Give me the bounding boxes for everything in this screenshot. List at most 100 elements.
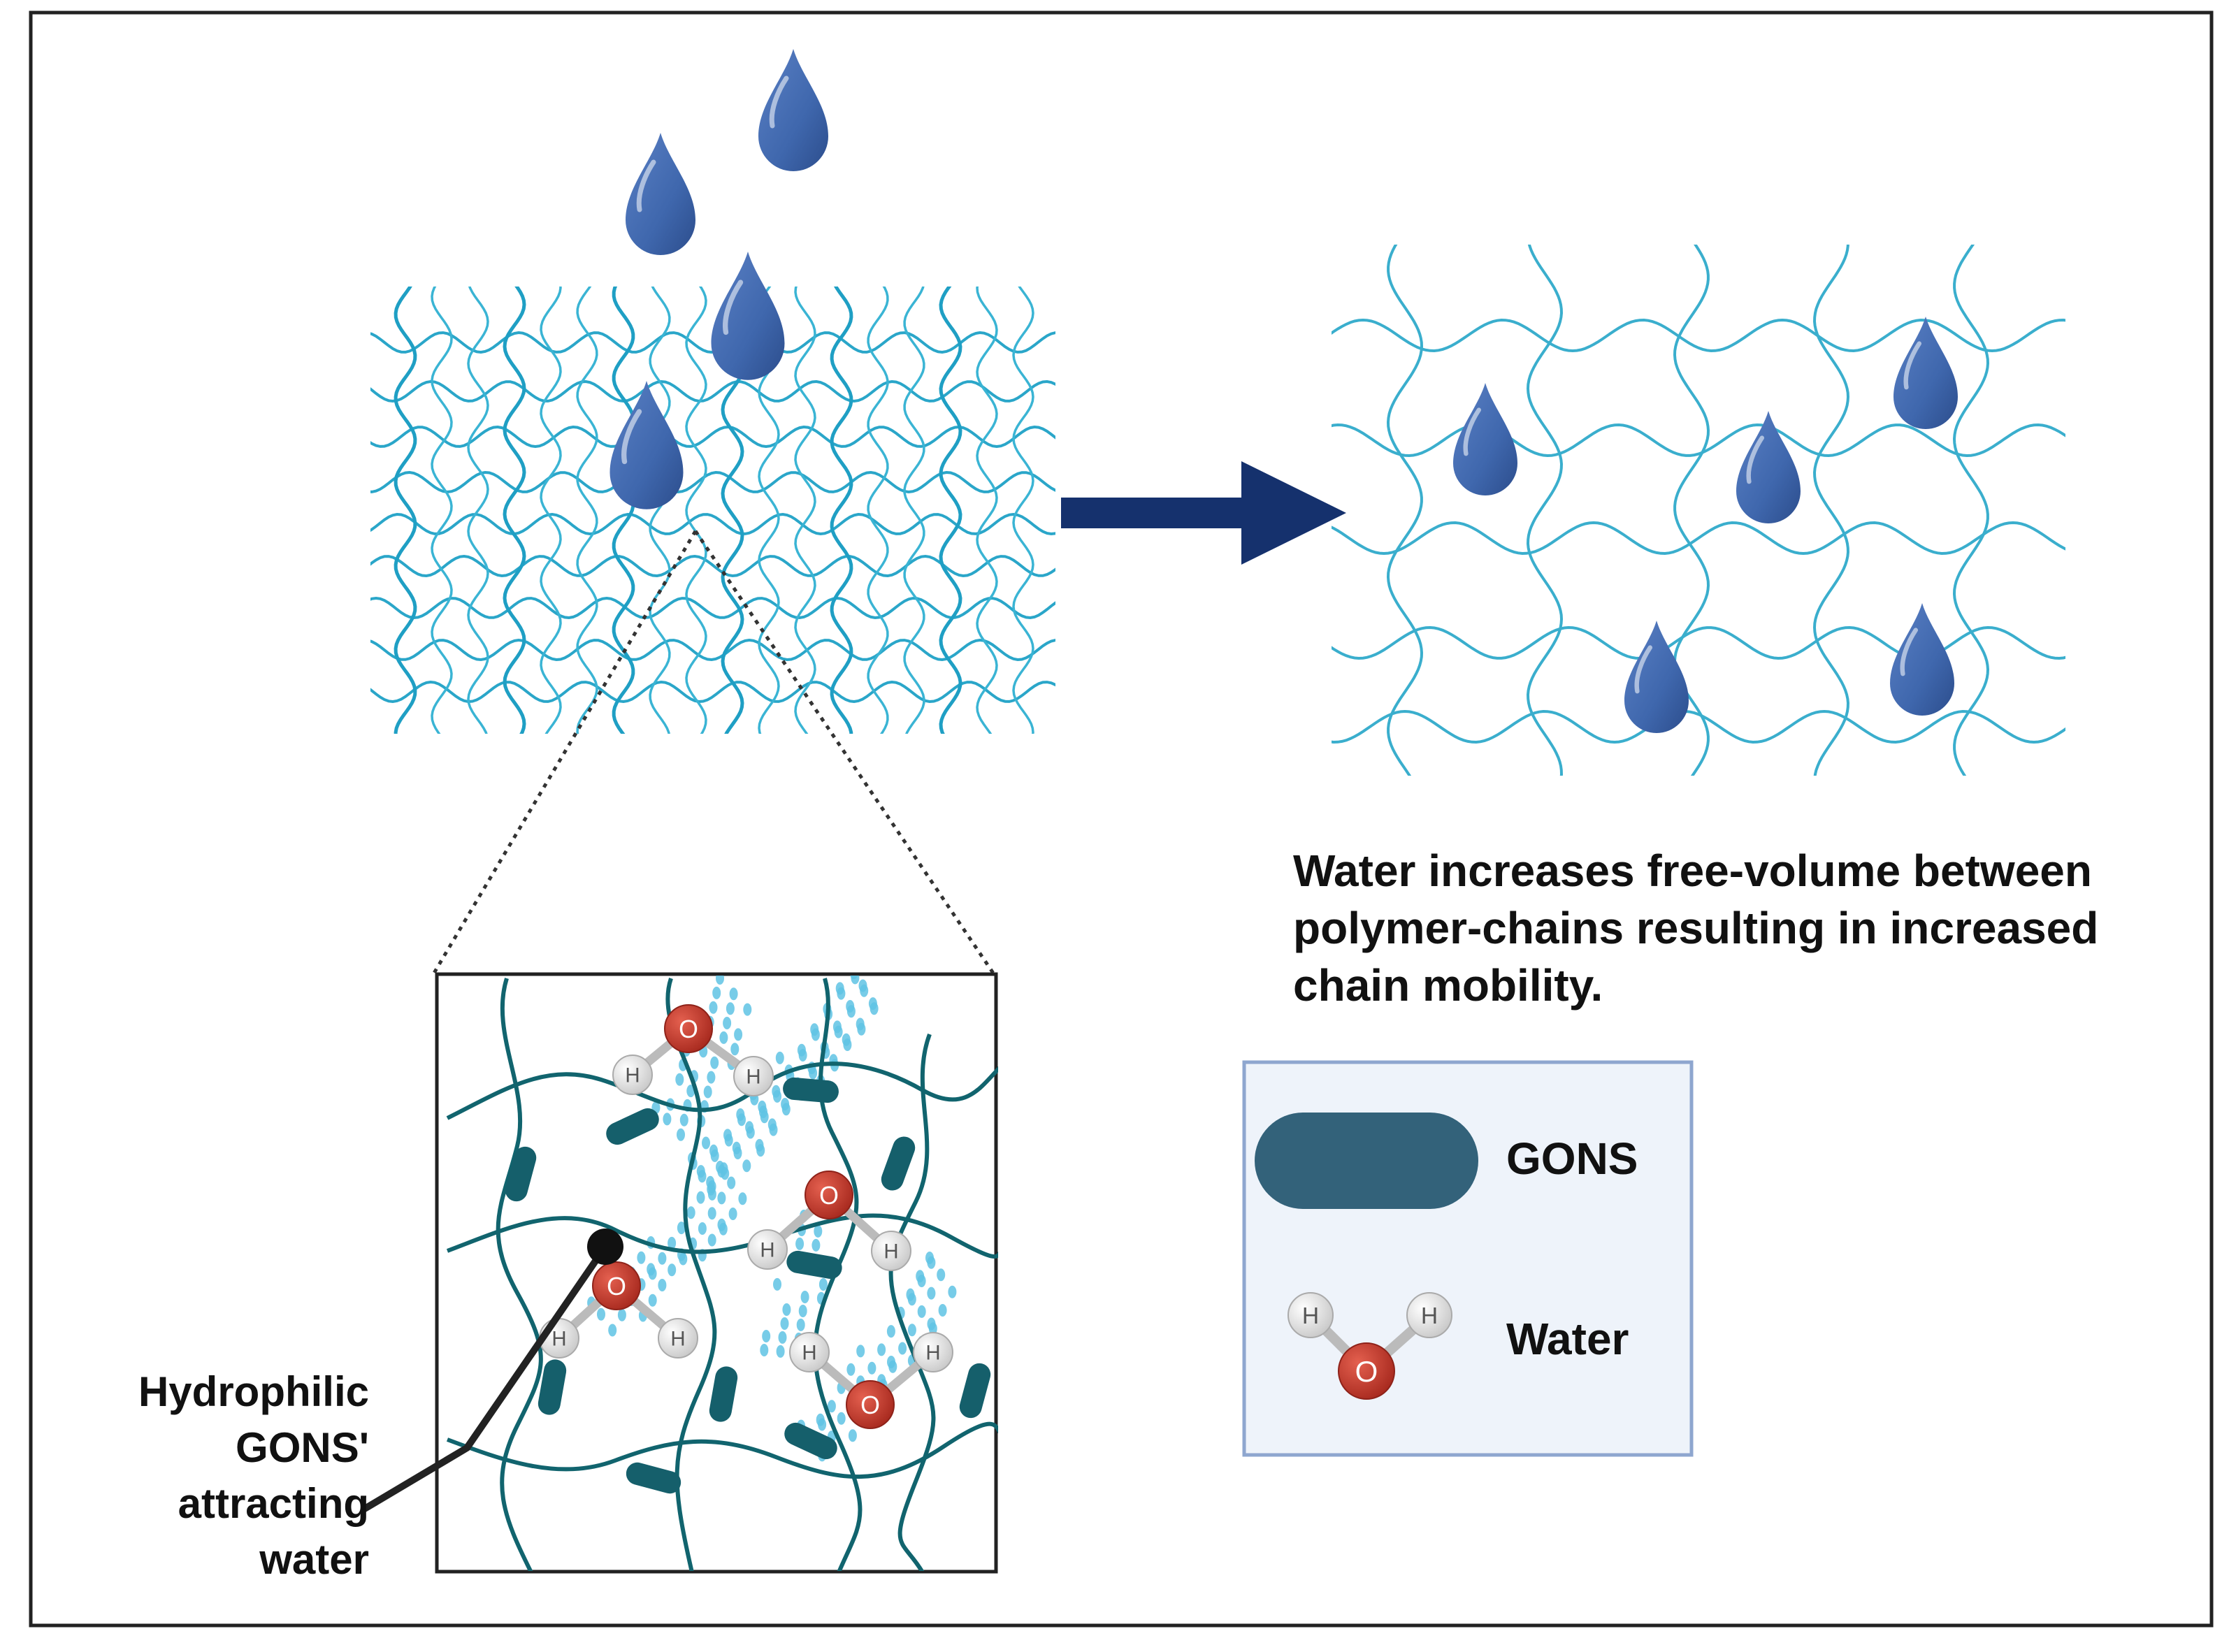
polymer-chain [467,287,489,734]
water-spray-drop [796,1318,805,1331]
water-spray-drop [728,1208,737,1220]
water-spray-drop [709,1001,718,1014]
water-spray-drop [677,1128,685,1141]
water-spray-drop [927,1256,936,1269]
water-spray-drop [762,1330,771,1342]
hydrogen-atom-icon: H [658,1318,698,1358]
water-spray-drop [778,1331,787,1344]
water-spray-drop [608,1324,617,1337]
hydrogen-symbol: H [746,1066,760,1089]
oxygen-atom-icon: O [1338,1342,1395,1400]
polymer-chain [794,287,816,734]
polymer-chain [370,470,1055,494]
water-spray-drop [679,1252,688,1266]
water-spray-drop [617,1308,626,1321]
water-spray-drop [719,1031,728,1044]
gons-capsule-icon [709,1366,738,1422]
water-spray-drop [867,1361,877,1375]
falling-droplets [609,49,828,509]
water-spray-drop [811,1238,821,1252]
water-spray-drop [716,976,724,985]
polymer-chain [830,287,853,734]
right-arrow-icon [1061,461,1346,565]
callout-pointer [361,1229,623,1513]
polymer-chain [1952,245,1990,776]
water-drop-icon [609,381,684,509]
polymer-chain [649,287,671,734]
water-spray-drop [769,1123,778,1136]
water-drop-icon [626,133,695,255]
water-spray-drop [717,1165,726,1178]
water-spray-drop [948,1285,957,1298]
gons-capsule-icon [538,1359,567,1415]
hydrogen-symbol: H [925,1342,940,1365]
water-drop-icon [1624,621,1689,733]
hydrogen-symbol: H [625,1064,640,1087]
water-spray-drop [675,1073,684,1086]
polymer-chain [1332,318,2065,353]
polymer-chain [540,287,562,734]
gons-capsule-icon [786,1250,842,1280]
legend-gons-label: GONS [1506,1133,1638,1184]
water-spray-drop [677,1222,686,1235]
hydrogen-atom-icon: H [1406,1292,1452,1338]
polymer-chain [1526,245,1564,776]
gons-capsule-icon [505,1146,537,1202]
water-spray-drop [742,1159,751,1173]
water-spray-drop [898,1342,907,1355]
callout-text: Hydrophilic GONS' attracting water [138,1368,369,1583]
water-spray-drop [663,1113,672,1126]
hydrogen-symbol: H [551,1328,566,1351]
water-spray-drop [760,1344,769,1356]
water-spray-drop [927,1287,936,1300]
water-drop-icon [1453,383,1517,495]
description-line-3: chain mobility. [1293,960,1603,1010]
polymer-chain [867,287,889,734]
water-spray-drop [724,1133,733,1147]
polymer-chain [1332,625,2065,660]
polymer-chain [1332,423,2065,458]
polymer-chain [939,287,962,734]
water-spray-drop [773,1277,781,1291]
water-spray-drop [907,1293,916,1306]
polymer-chain [903,287,925,734]
water-spray-drop [818,1278,828,1291]
water-spray-drop [837,987,846,1000]
water-spray-drop [648,1294,657,1307]
polymer-chain [370,331,1055,354]
hydrogen-symbol: H [802,1342,816,1365]
water-spray-drop [717,1191,726,1205]
water-spray-drop [756,1144,765,1157]
oxygen-symbol: O [607,1273,626,1300]
polymer-chain [503,287,526,734]
description-line-1: Water increases free-volume between [1293,846,2092,896]
polymer-chain [370,379,1055,403]
inset-frame [435,972,998,1574]
hydrogen-atom-icon: H [789,1332,830,1372]
polymer-chain [370,680,1055,704]
water-spray-drop [811,1028,820,1041]
water-spray-drop [877,1343,886,1356]
water-spray-drop [707,1071,716,1084]
polymer-chain [612,287,635,734]
water-spray-drop [870,1002,879,1015]
description-text: Water increases free-volume between poly… [1293,846,2098,1010]
hydrogen-atom-icon: H [612,1055,653,1095]
water-spray-drop [928,1322,937,1335]
water-spray-drop [707,1207,716,1220]
gons-capsule-icon [783,1077,839,1103]
water-spray-drop [727,1176,736,1189]
water-spray-drop [719,1222,728,1236]
water-spray-drop [781,1103,791,1116]
polymer-chain [665,978,717,1571]
callout-line-3: attracting [178,1480,369,1527]
polymer-chain [370,638,1055,662]
gons-capsule-icon [959,1363,991,1419]
water-spray-drop [743,1003,752,1016]
